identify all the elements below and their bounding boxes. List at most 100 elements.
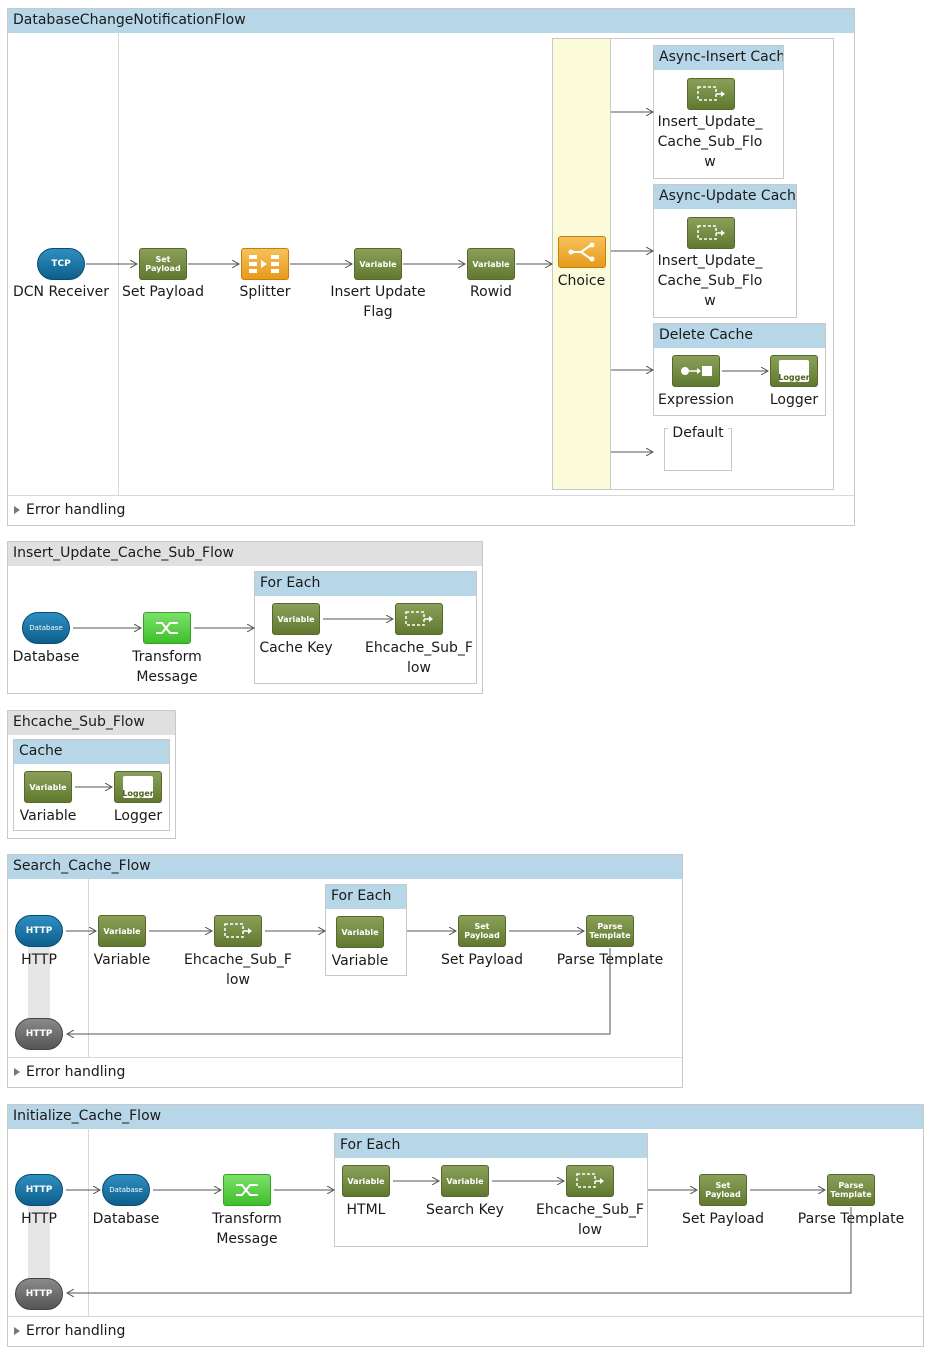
logger-icon[interactable]: Logger — [770, 355, 818, 387]
flow-title[interactable]: DatabaseChangeNotificationFlow — [8, 9, 854, 33]
error-handling-divider — [8, 495, 854, 496]
scope-cache[interactable]: Cache — [13, 739, 170, 831]
node-label-variable: Variable — [19, 808, 77, 824]
scope-async-update-cache[interactable]: Async-Update Cache — [653, 184, 797, 318]
variable-icon[interactable]: Variable — [354, 248, 402, 280]
flow-title[interactable]: Insert_Update_Cache_Sub_Flow — [8, 542, 482, 566]
node-label-logger: Logger — [113, 808, 163, 824]
node-label-set-payload: Set Payload — [440, 952, 524, 968]
node-label-parse-template: Parse Template — [556, 952, 664, 968]
flow-title[interactable]: Search_Cache_Flow — [8, 855, 682, 879]
variable-icon-text: Variable — [472, 259, 510, 269]
splitter-icon[interactable] — [241, 248, 289, 280]
set-payload-icon[interactable]: Set Payload — [139, 248, 187, 280]
error-handling-toggle[interactable]: Error handling — [8, 1321, 125, 1341]
flow-reference-icon[interactable] — [566, 1165, 614, 1197]
variable-icon-text: Variable — [359, 259, 397, 269]
node-label-insert-update-flag: Insert Update Flag — [330, 284, 426, 320]
http-listener-icon[interactable]: HTTP — [15, 915, 63, 947]
variable-icon-text: Variable — [446, 1176, 484, 1186]
node-label-search-key: Search Key — [426, 1202, 504, 1218]
node-label-expression: Expression — [658, 392, 734, 408]
flow-ref-glyph — [405, 611, 433, 626]
scope-title: For Each — [326, 885, 406, 909]
scope-async-insert-cache[interactable]: Async-Insert Cache — [653, 45, 784, 179]
node-label-html: HTML — [346, 1202, 386, 1218]
node-label-variable: Variable — [93, 952, 151, 968]
flow-ref-glyph — [224, 923, 252, 938]
variable-icon[interactable]: Variable — [272, 603, 320, 635]
database-icon[interactable]: Database — [22, 612, 70, 644]
source-divider — [88, 1128, 89, 1316]
node-label-set-payload: Set Payload — [121, 284, 205, 300]
error-handling-label: Error handling — [26, 1064, 126, 1080]
variable-icon-text: Variable — [277, 614, 315, 624]
source-divider — [88, 878, 89, 1057]
transform-message-icon[interactable] — [143, 612, 191, 644]
set-payload-icon[interactable]: Set Payload — [458, 915, 506, 947]
variable-icon-text: Variable — [341, 927, 379, 937]
transform-glyph — [236, 1184, 258, 1196]
error-handling-toggle[interactable]: Error handling — [8, 500, 125, 520]
node-label-dcn-receiver: DCN Receiver — [12, 284, 110, 300]
scope-title: For Each — [335, 1134, 647, 1158]
variable-icon[interactable]: Variable — [467, 248, 515, 280]
database-icon-text: Database — [29, 624, 63, 632]
node-label-rowid: Rowid — [470, 284, 512, 300]
flow-reference-icon[interactable] — [687, 78, 735, 110]
flow-reference-icon[interactable] — [687, 217, 735, 249]
variable-icon[interactable]: Variable — [441, 1165, 489, 1197]
node-label-insert-update-ref: Insert_Update_ Cache_Sub_Flo w — [657, 114, 763, 170]
set-payload-icon[interactable]: Set Payload — [699, 1174, 747, 1206]
node-label-ehcache-sub-flow: Ehcache_Sub_F low — [184, 952, 292, 988]
http-response-icon[interactable]: HTTP — [15, 1278, 63, 1310]
scope-title: For Each — [255, 572, 476, 596]
variable-icon-text: Variable — [347, 1176, 385, 1186]
variable-icon[interactable]: Variable — [24, 771, 72, 803]
variable-icon-text: Variable — [29, 782, 67, 792]
source-response-track — [28, 946, 50, 1022]
node-label-splitter: Splitter — [239, 284, 291, 300]
node-label-transform-message: Transform Message — [132, 649, 202, 685]
node-label-variable: Variable — [331, 953, 389, 969]
splitter-glyph — [249, 255, 279, 273]
scope-title: Async-Insert Cache — [654, 46, 783, 70]
flow-reference-icon[interactable] — [214, 915, 262, 947]
flow-title[interactable]: Initialize_Cache_Flow — [8, 1105, 923, 1129]
flow-ref-glyph — [697, 86, 725, 101]
expression-icon[interactable] — [672, 355, 720, 387]
expand-triangle-icon — [14, 1327, 20, 1335]
expand-triangle-icon — [14, 506, 20, 514]
flow-title[interactable]: Ehcache_Sub_Flow — [8, 711, 175, 735]
error-handling-label: Error handling — [26, 502, 126, 518]
variable-icon-text: Variable — [103, 926, 141, 936]
set-payload-icon-text: Set Payload — [145, 255, 181, 273]
http-listener-icon[interactable]: HTTP — [15, 1174, 63, 1206]
connector-arrow — [67, 948, 611, 1034]
database-icon[interactable]: Database — [102, 1174, 150, 1206]
choice-router-icon[interactable] — [558, 236, 606, 268]
expand-triangle-icon — [14, 1068, 20, 1076]
tcp-connector-icon[interactable]: TCP — [37, 248, 85, 280]
node-label-set-payload: Set Payload — [681, 1211, 765, 1227]
node-label-transform-message: Transform Message — [212, 1211, 282, 1247]
error-handling-toggle[interactable]: Error handling — [8, 1062, 125, 1082]
variable-icon[interactable]: Variable — [336, 916, 384, 948]
node-label-database: Database — [12, 649, 80, 665]
node-label-ehcache-sub-flow: Ehcache_Sub_F low — [365, 640, 473, 676]
parse-template-icon-text: Parse Template — [830, 1181, 872, 1199]
variable-icon[interactable]: Variable — [98, 915, 146, 947]
transform-message-icon[interactable] — [223, 1174, 271, 1206]
node-label-logger: Logger — [769, 392, 819, 408]
flow-reference-icon[interactable] — [395, 603, 443, 635]
parse-template-icon[interactable]: Parse Template — [827, 1174, 875, 1206]
logger-icon[interactable]: Logger — [114, 771, 162, 803]
parse-template-icon[interactable]: Parse Template — [586, 915, 634, 947]
scope-title: Async-Update Cache — [654, 185, 796, 209]
scope-title: Delete Cache — [654, 324, 825, 348]
variable-icon[interactable]: Variable — [342, 1165, 390, 1197]
transform-glyph — [156, 622, 178, 634]
http-response-icon[interactable]: HTTP — [15, 1018, 63, 1050]
error-handling-divider — [8, 1316, 923, 1317]
